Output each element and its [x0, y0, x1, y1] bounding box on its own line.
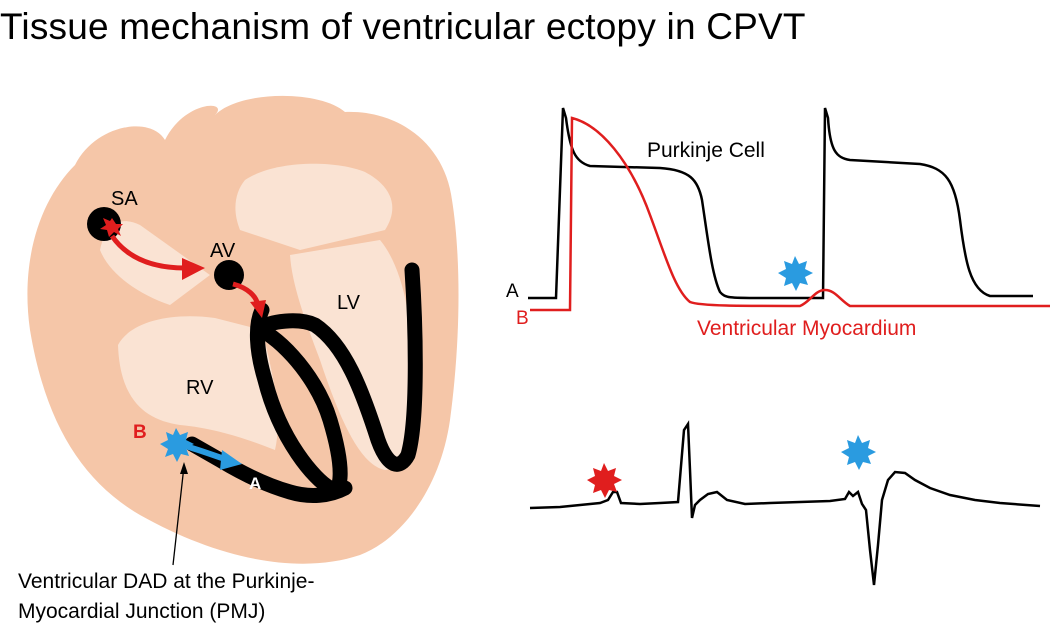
- star-burst-icon: [160, 428, 194, 462]
- sa-label: SA: [111, 188, 138, 210]
- blue-arrowhead: [220, 450, 242, 470]
- annotation-line-2: Myocardial Junction (PMJ): [18, 600, 265, 623]
- ecg-trace: [529, 420, 1041, 586]
- trace-a-label: A: [506, 281, 519, 302]
- rv-label: RV: [186, 377, 214, 399]
- purkinje-label: Purkinje Cell: [647, 139, 765, 162]
- point-b-label: B: [133, 422, 147, 443]
- annotation-pointer-head: [180, 462, 188, 474]
- star-burst-icon: [841, 435, 876, 470]
- action-potential-panel: A B Purkinje Cell Ventricular Myocardium: [506, 107, 1050, 340]
- av-label: AV: [210, 240, 236, 262]
- point-a-label: A: [249, 474, 261, 493]
- myocardium-label: Ventricular Myocardium: [697, 317, 916, 340]
- trace-b-label: B: [516, 308, 529, 329]
- trace-a-purkinje: [528, 107, 1033, 300]
- annotation-line-1: Ventricular DAD at the Purkinje-: [18, 570, 314, 593]
- ecg-panel: [529, 420, 1041, 586]
- red-arrow-sa-av: [109, 234, 186, 271]
- star-burst-icon: [100, 218, 123, 237]
- right-ventricle: [118, 316, 278, 450]
- trace-b-myocardium: [530, 116, 1050, 312]
- heart-illustration: SA AV LV RV B A Ventricular DAD at the P…: [18, 95, 459, 623]
- star-burst-icon: [587, 463, 622, 498]
- star-burst-icon: [778, 256, 813, 291]
- annotation-pointer: [172, 465, 185, 566]
- red-arrowhead-sa-av: [182, 258, 205, 280]
- lv-label: LV: [337, 292, 361, 314]
- left-atrium: [235, 163, 393, 250]
- purkinje-fiber: [249, 262, 423, 497]
- page-title: Tissue mechanism of ventricular ectopy i…: [0, 6, 806, 47]
- red-arrowhead-av: [250, 300, 266, 318]
